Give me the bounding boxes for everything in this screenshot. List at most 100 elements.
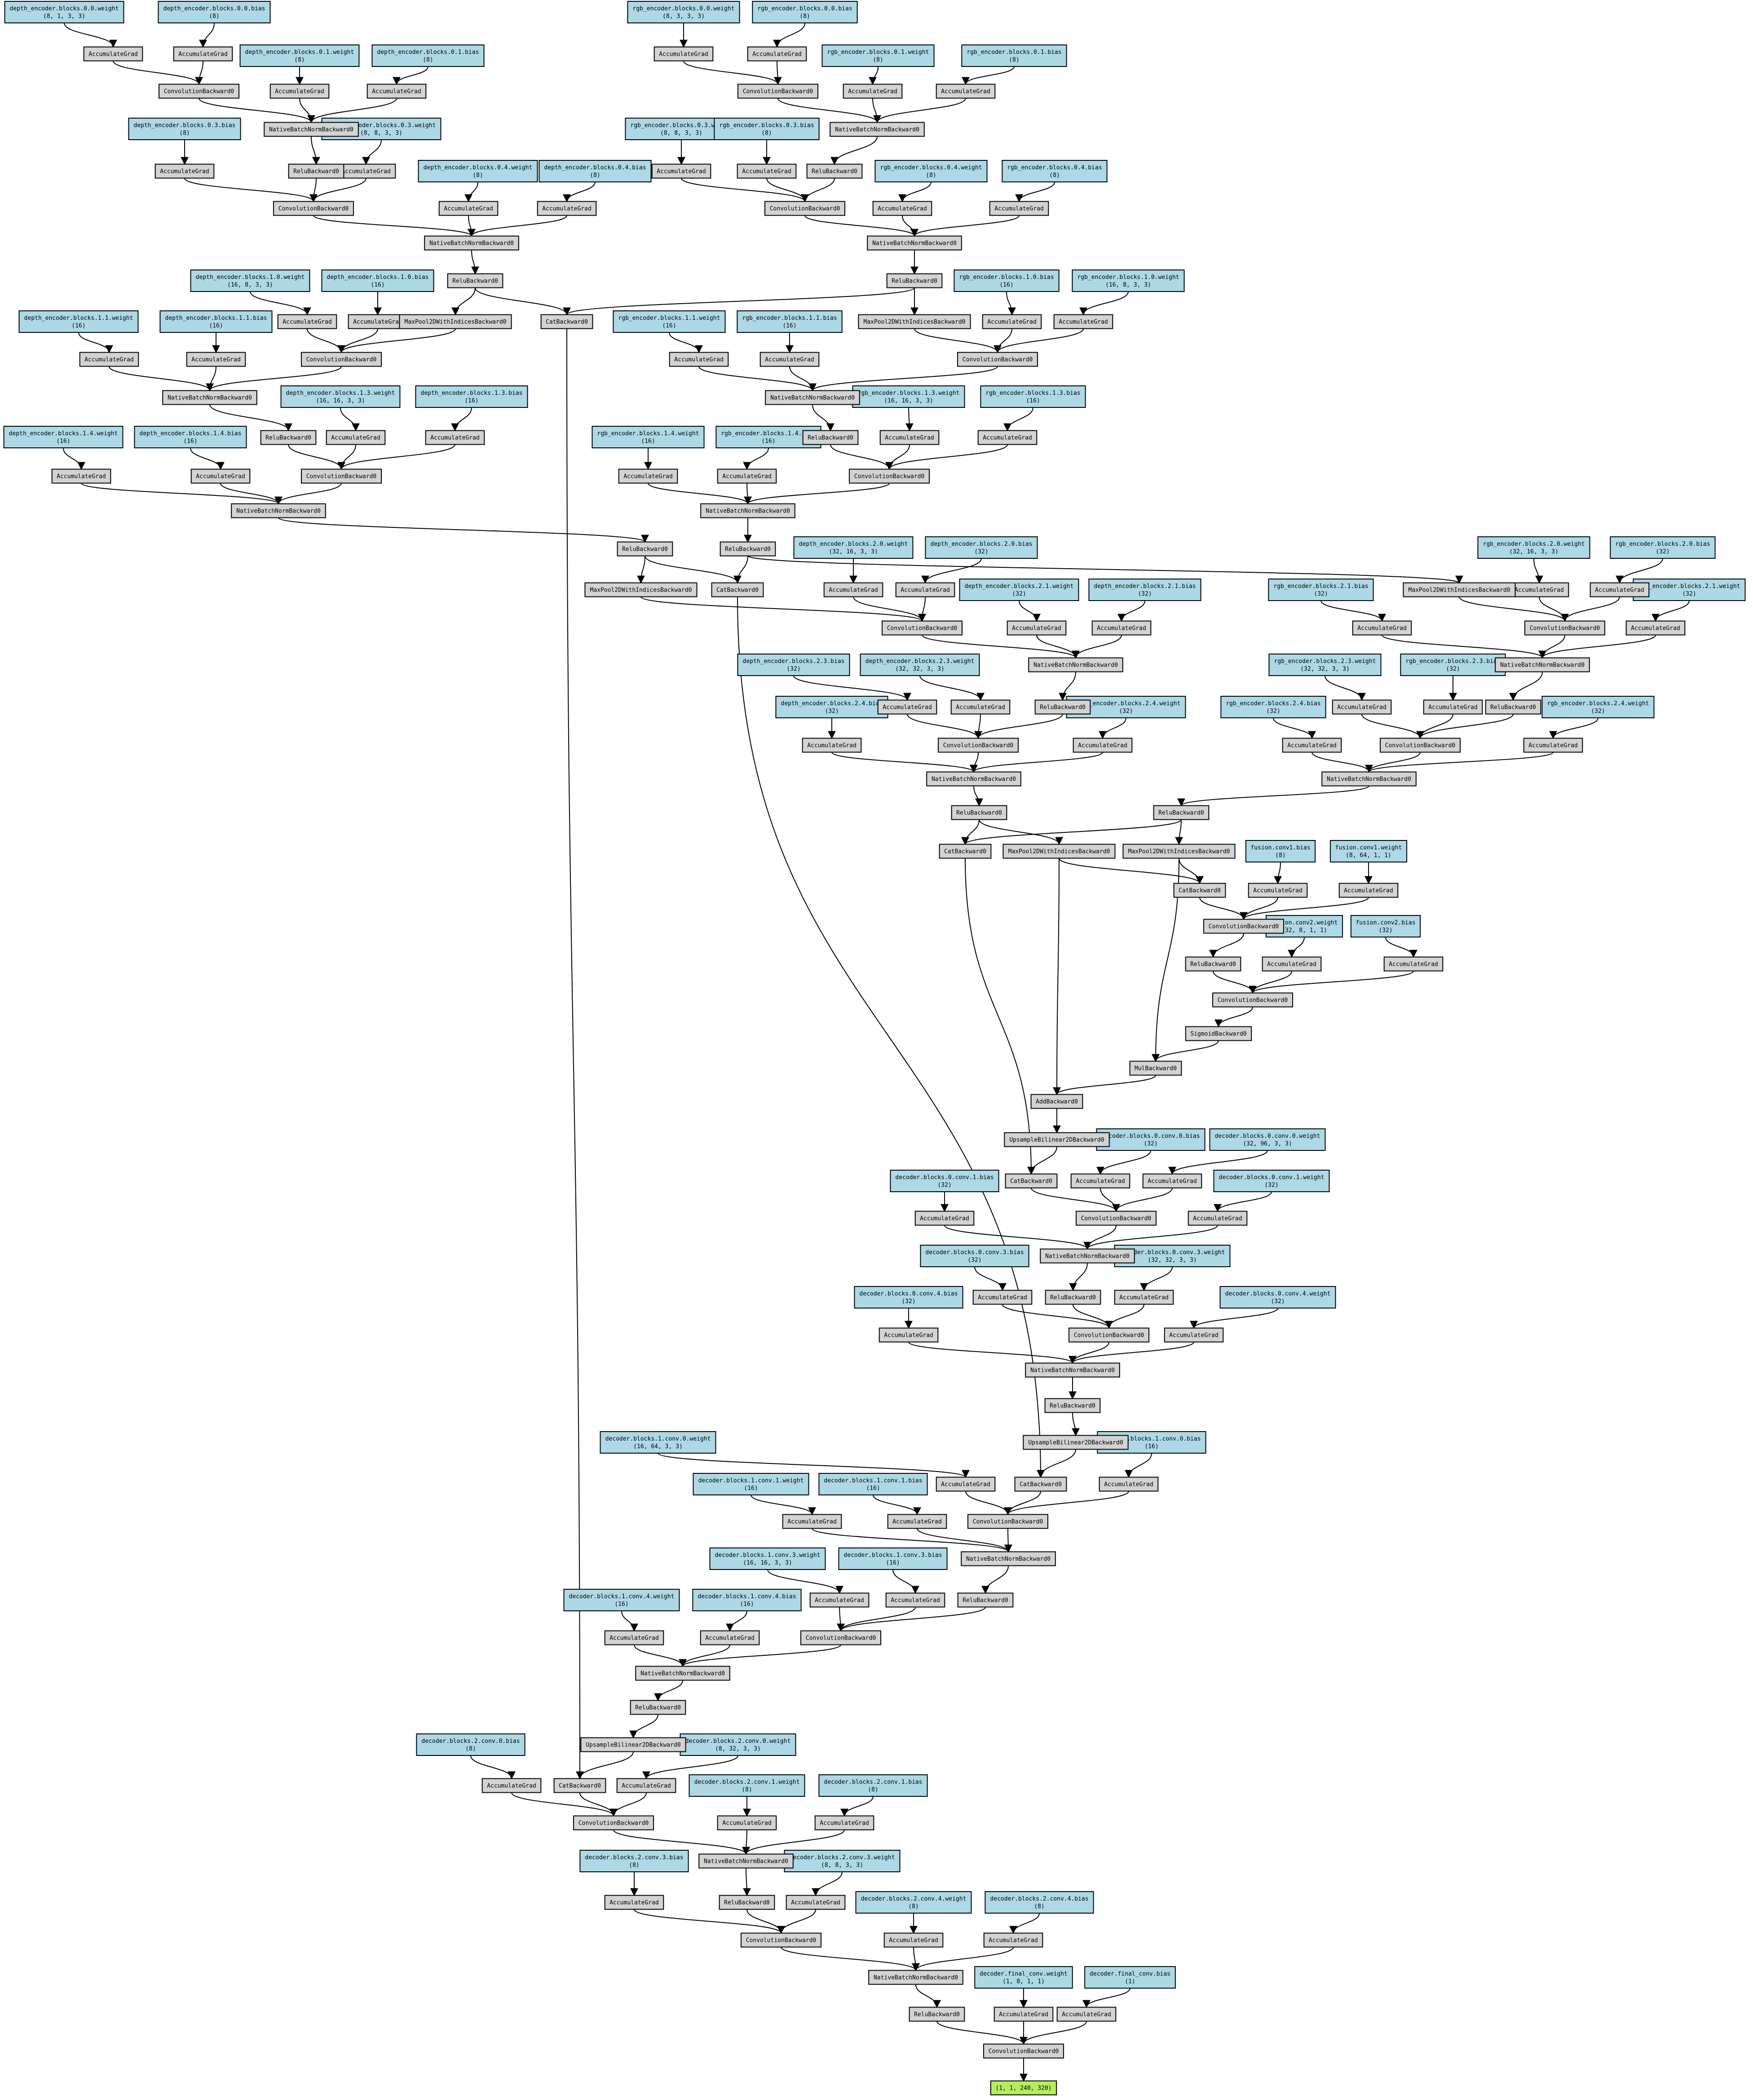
op-node-accumulategrad: AccumulateGrad (1188, 1211, 1248, 1226)
node-box (540, 314, 593, 329)
param-node-rgb-encoder-blocks-0-0-bias: rgb_encoder.blocks.0.0.bias(8) (752, 1, 858, 23)
node-label: depth_encoder.blocks.1.0.bias (327, 274, 429, 281)
node-label: rgb_encoder.blocks.0.0.weight (633, 5, 735, 12)
edge-p33-to-a33 (921, 558, 982, 584)
node-box (1099, 1477, 1159, 1492)
node-box (1248, 883, 1308, 898)
node-label: AccumulateGrad (815, 1597, 864, 1604)
node-label: depth_encoder.blocks.0.1.bias (377, 49, 479, 56)
edge-d0r0-to-d0c1 (1073, 1304, 1113, 1329)
node-label: ConvolutionBackward0 (1081, 1216, 1152, 1222)
node-box (747, 46, 807, 62)
edge-p5-to-a5 (362, 139, 382, 165)
node-label: CatBackward0 (559, 1783, 601, 1790)
edge-a2-to-dbn0 (299, 98, 315, 124)
edge-p36-to-a36 (1019, 600, 1041, 622)
node-box (714, 118, 820, 140)
node-shape-label: (32) (1314, 591, 1328, 597)
node-label: AccumulateGrad (722, 1820, 772, 1827)
node-shape-label: (8) (465, 1746, 476, 1752)
node-box (1352, 620, 1412, 636)
edge-dcat0-to-d0c0 (1031, 1188, 1120, 1212)
op-node-accumulategrad: AccumulateGrad (79, 352, 139, 367)
node-label: ConvolutionBackward0 (806, 1635, 876, 1642)
op-node-relubackward0: ReluBackward0 (909, 2007, 965, 2022)
op-node-mulbackward0: MulBackward0 (1129, 1061, 1182, 1076)
node-label: CatBackward0 (944, 849, 986, 855)
node-box (1332, 699, 1392, 715)
node-label: depth_encoder.blocks.2.1.bias (1094, 583, 1196, 590)
edge-p14-to-a14 (898, 181, 932, 203)
op-node-accumulategrad: AccumulateGrad (802, 738, 862, 753)
node-label: MaxPool2DWithIndicesBackward0 (1409, 587, 1510, 594)
node-box (802, 430, 859, 445)
param-node-rgb-encoder-blocks-0-0-weight: rgb_encoder.blocks.0.0.weight(8, 3, 3, 3… (627, 1, 740, 23)
node-label: AccumulateGrad (1337, 704, 1387, 711)
edge-p1-to-a1 (199, 22, 215, 48)
edge-a21-to-dbn2 (206, 366, 216, 392)
edge-dbn2-to-dr2 (209, 404, 292, 432)
op-node-maxpool2dwithindicesbackward0: MaxPool2DWithIndicesBackward0 (858, 314, 971, 329)
node-label: CatBackward0 (1020, 1481, 1062, 1488)
op-node-accumulategrad: AccumulateGrad (1282, 738, 1342, 753)
param-node-rgb-encoder-blocks-0-3-bias: rgb_encoder.blocks.0.3.bias(8) (714, 118, 820, 140)
node-box (1383, 956, 1444, 972)
node-box (854, 1286, 963, 1309)
node-label: ConvolutionBackward0 (963, 357, 1033, 363)
op-node-convolutionbackward0: ConvolutionBackward0 (301, 352, 382, 367)
node-label: NativeBatchNormBackward0 (1327, 776, 1411, 783)
edge-a49-to-fc1 (1240, 897, 1369, 920)
edge-d1bn0-to-d1r0 (981, 1565, 1009, 1594)
node-box (1245, 840, 1316, 862)
op-node-accumulategrad: AccumulateGrad (1114, 1290, 1174, 1305)
node-label: NativeBatchNormBackward0 (932, 776, 1016, 783)
node-shape-label: (16) (1026, 398, 1040, 404)
node-box (886, 273, 943, 288)
edge-a9-to-rc0 (773, 61, 782, 85)
node-label: decoder.blocks.2.conv.4.bias (990, 1896, 1088, 1902)
op-node-accumulategrad: AccumulateGrad (786, 1895, 846, 1910)
node-label: NativeBatchNormBackward0 (872, 240, 957, 247)
node-box (348, 314, 408, 329)
op-node-nativebatchnormbackward0: NativeBatchNormBackward0 (1321, 771, 1417, 787)
param-node-depth-encoder-blocks-0-1-bias: depth_encoder.blocks.0.1.bias(8) (371, 44, 485, 67)
edge-p28-to-a28 (63, 447, 85, 470)
node-label: ConvolutionBackward0 (1074, 1332, 1144, 1339)
edge-p48-to-a48 (1274, 862, 1282, 884)
op-node-accumulategrad: AccumulateGrad (843, 84, 903, 99)
node-label: NativeBatchNormBackward0 (168, 395, 252, 402)
node-box (326, 430, 386, 445)
param-node-depth-encoder-blocks-2-1-bias: depth_encoder.blocks.2.1.bias(32) (1088, 579, 1201, 601)
param-node-depth-encoder-blocks-1-3-bias: depth_encoder.blocks.1.3.bias(16) (415, 385, 528, 408)
edge-d1r1-to-up2 (629, 1714, 658, 1739)
node-box (273, 201, 354, 216)
node-box (689, 1774, 805, 1797)
edge-a7-to-dbn1 (468, 215, 567, 237)
node-box (980, 385, 1086, 408)
node-box (79, 352, 139, 367)
op-node-accumulategrad: AccumulateGrad (879, 1327, 939, 1343)
node-box (128, 118, 241, 140)
node-label: decoder.blocks.2.conv.3.bias (585, 1854, 683, 1861)
node-label: NativeBatchNormBackward0 (1500, 662, 1585, 669)
node-label: depth_encoder.blocks.0.4.weight (424, 164, 533, 171)
node-box (809, 1592, 870, 1608)
node-shape-label: (16) (614, 1601, 628, 1608)
op-node-catbackward0: CatBackward0 (1173, 883, 1226, 898)
edge-p34-to-a34 (1533, 558, 1543, 584)
node-box (700, 503, 795, 518)
edge-a40-to-dc5 (907, 714, 982, 739)
node-shape-label: (16) (209, 323, 223, 329)
param-node-decoder-final-conv-bias: decoder.final_conv.bias(1) (1084, 1966, 1176, 1989)
op-node-relubackward0: ReluBackward0 (288, 164, 344, 179)
edge-a60-to-d1c0 (965, 1491, 1012, 1516)
node-shape-label: (16) (641, 438, 655, 445)
node-shape-label: (32, 32, 3, 3) (1300, 666, 1350, 672)
edge-p68-to-a68 (470, 1755, 516, 1780)
node-box (967, 1514, 1048, 1529)
edge-dbn4-to-dr4 (1059, 672, 1076, 701)
node-box (553, 1778, 606, 1793)
node-shape-label: (8) (799, 13, 810, 20)
op-node-relubackward0: ReluBackward0 (1185, 956, 1241, 972)
